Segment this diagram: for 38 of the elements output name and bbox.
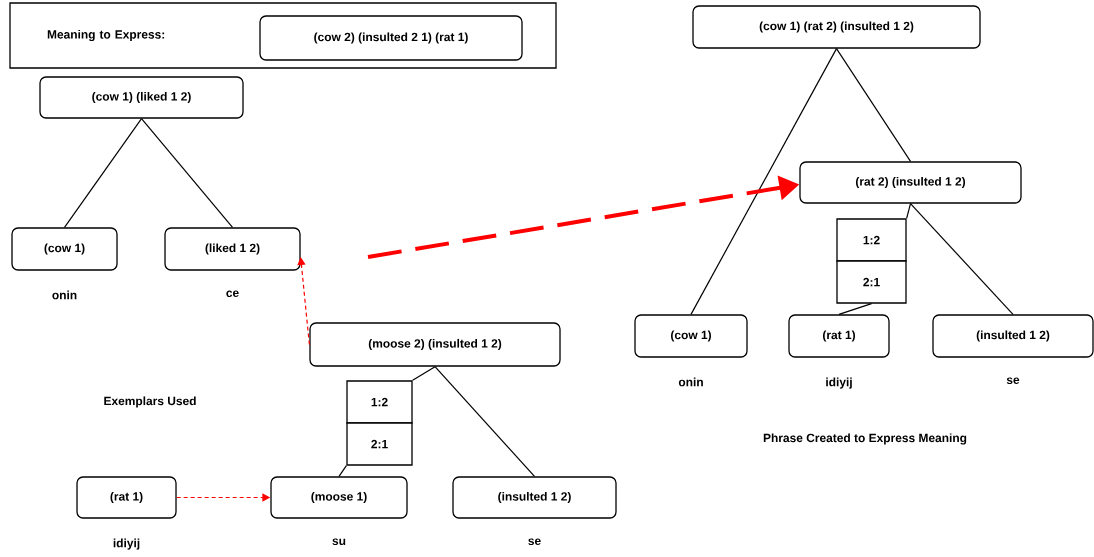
word-label: onin (52, 290, 77, 300)
concept-box: (liked 1 2) (164, 227, 301, 271)
word-label: su (332, 538, 346, 546)
tree-line (338, 465, 347, 477)
tree-line (906, 203, 912, 219)
tree-line (909, 203, 1014, 315)
concept-box: (moose 2) (insulted 1 2) (309, 322, 561, 367)
concept-box: (cow 1) (liked 1 2) (39, 76, 244, 119)
mapping-box: 2:1 (346, 422, 413, 466)
caption-text: Exemplars Used (104, 396, 196, 408)
word-label: onin (678, 377, 703, 387)
mapping-box: 1:2 (836, 218, 907, 262)
tree-line (63, 118, 143, 228)
caption-text: Phrase Created to Express Meaning (763, 433, 967, 445)
tree-line (412, 366, 436, 381)
word-label: idiyij (826, 377, 852, 389)
word-label: se (528, 538, 541, 546)
concept-box: (cow 1) (rat 2) (insulted 1 2) (692, 5, 981, 49)
word-label: idiyij (113, 538, 140, 550)
concept-box: (rat 2) (insulted 1 2) (799, 161, 1022, 204)
word-label: se (1006, 377, 1020, 385)
tree-line (835, 48, 912, 162)
tree-line (140, 118, 234, 228)
word-label: ce (226, 290, 239, 298)
mapping-box: 1:2 (346, 380, 413, 424)
concept-box: (rat 1) (76, 476, 177, 519)
concept-box: (rat 1) (788, 314, 890, 358)
tree-line (838, 303, 873, 315)
concept-box: (cow 2) (insulted 2 1) (rat 1) (259, 15, 523, 61)
mapping-box: 2:1 (836, 260, 907, 304)
concept-box: (insulted 1 2) (452, 476, 617, 519)
concept-box: (moose 1) (270, 476, 408, 519)
concept-box: (cow 1) (11, 227, 118, 271)
tree-line (690, 48, 838, 315)
concept-box: (insulted 1 2) (932, 314, 1094, 358)
tree-line (434, 366, 536, 477)
arrow (297, 257, 310, 346)
concept-box: (cow 1) (634, 314, 748, 358)
